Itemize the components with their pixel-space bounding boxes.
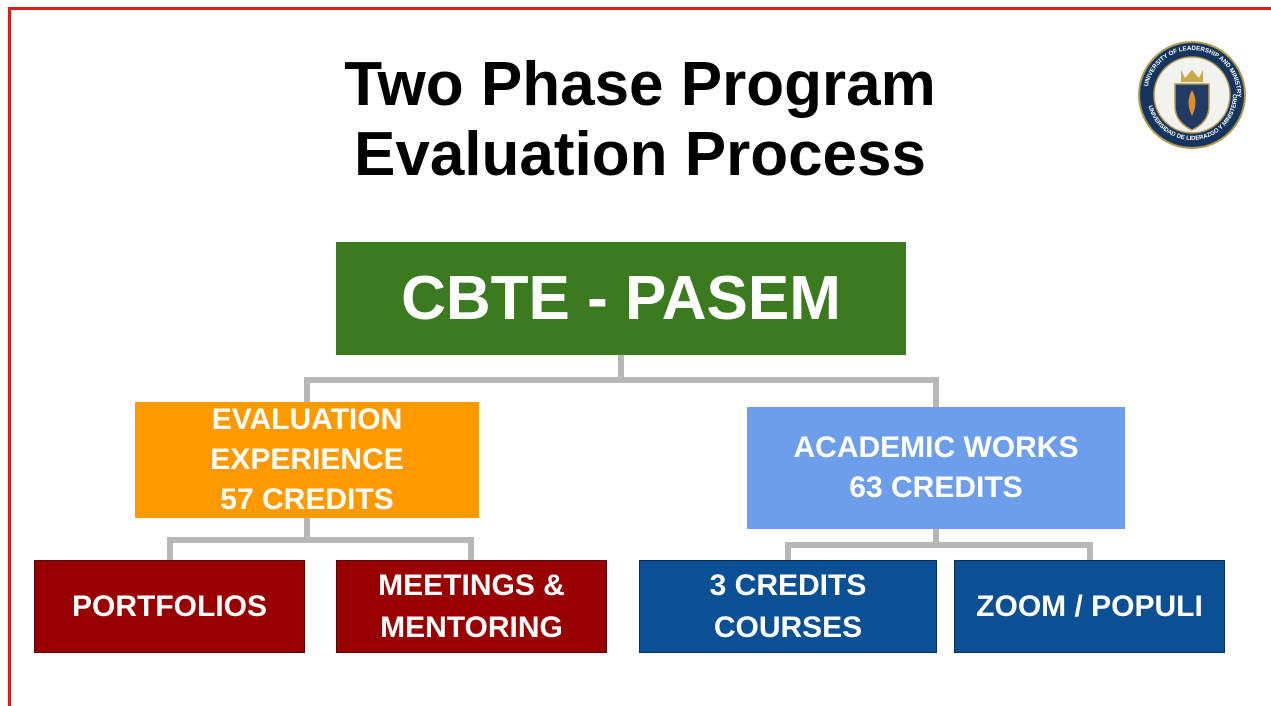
phase-node-line: 57 CREDITS <box>220 483 394 516</box>
title-line-2: Evaluation Process <box>353 120 927 189</box>
leaf-node-credit-courses: 3 CREDITS COURSES <box>639 560 937 653</box>
university-seal-icon: UNIVERSITY OF LEADERSHIP AND MINISTRY UN… <box>1138 41 1246 149</box>
leaf-node-portfolios: PORTFOLIOS <box>34 560 305 653</box>
leaf-node-line: MENTORING <box>380 610 563 644</box>
slide-frame <box>8 7 1271 706</box>
root-node-label: CBTE - PASEM <box>401 264 841 333</box>
phase-node-line: EXPERIENCE <box>210 443 404 476</box>
phase-node-line: EVALUATION <box>211 403 403 436</box>
leaf-node-line: COURSES <box>713 610 863 644</box>
title-line-1: Two Phase Program <box>344 50 936 119</box>
leaf-node-line: ZOOM / POPULI <box>976 589 1203 623</box>
leaf-node-line: 3 CREDITS <box>709 568 867 602</box>
leaf-node-line: PORTFOLIOS <box>72 589 267 623</box>
root-node-cbte-pasem: CBTE - PASEM <box>336 242 906 355</box>
slide-title: Two Phase Program Evaluation Process <box>240 50 1040 190</box>
phase-node-academic-works: ACADEMIC WORKS 63 CREDITS <box>747 407 1125 529</box>
phase-node-line: 63 CREDITS <box>849 471 1023 504</box>
leaf-node-meetings-mentoring: MEETINGS & MENTORING <box>336 560 607 653</box>
phase-node-line: ACADEMIC WORKS <box>793 431 1079 464</box>
leaf-node-zoom-populi: ZOOM / POPULI <box>954 560 1225 653</box>
phase-node-evaluation-experience: EVALUATION EXPERIENCE 57 CREDITS <box>135 402 479 518</box>
leaf-node-line: MEETINGS & <box>378 568 565 602</box>
